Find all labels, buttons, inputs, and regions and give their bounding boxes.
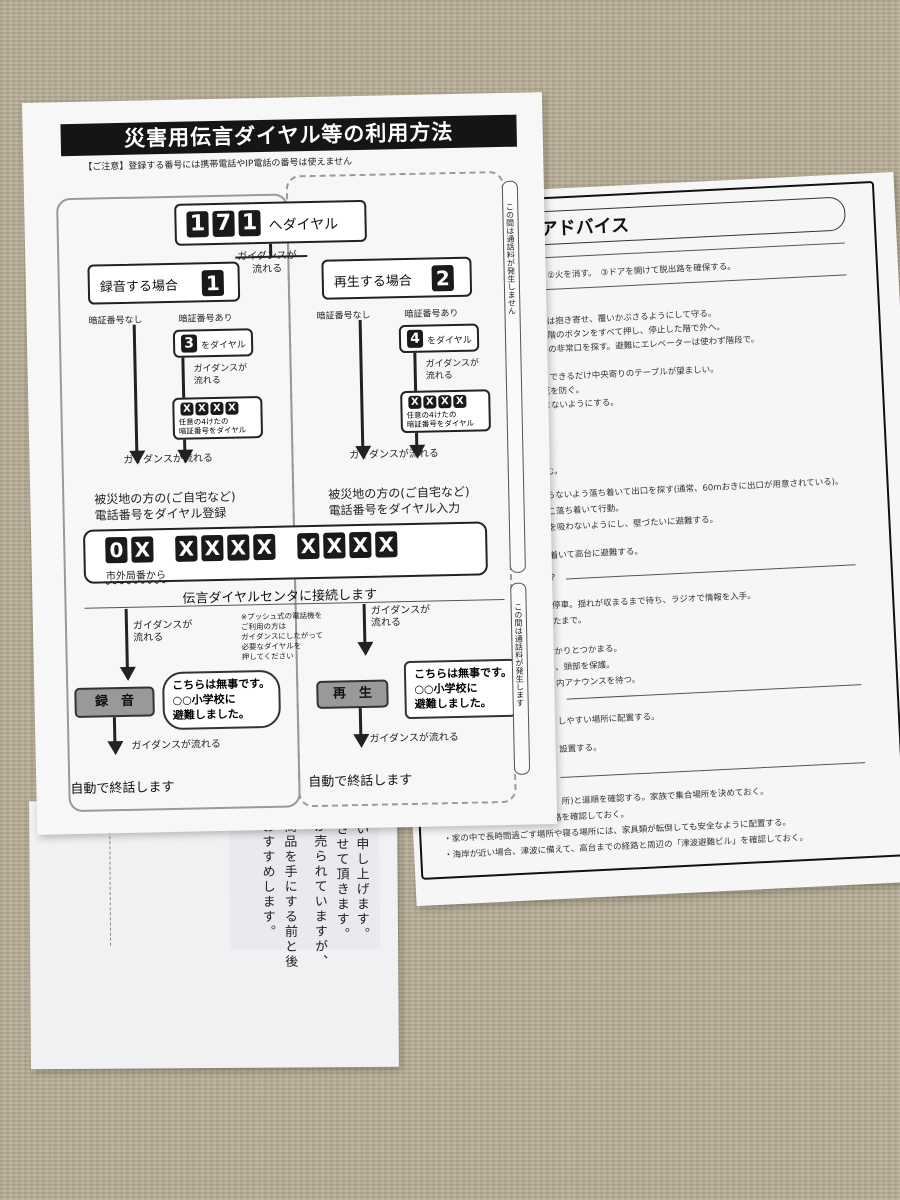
flow-line	[112, 717, 117, 744]
back-text-4: 商品を手にする前と後	[281, 819, 298, 970]
phone-digit: X	[297, 532, 320, 560]
record-case-label: 録音する場合	[99, 278, 179, 296]
paid-zone-text: この間は通話料が発生します	[513, 602, 525, 707]
victim-record-text: 被災地の方の(ご自宅など) 電話番号をダイヤル登録	[94, 489, 236, 523]
guidance-text: ガイダンスが 流れる	[193, 363, 248, 387]
back-text-5: おすすめします。	[259, 819, 276, 940]
arrow-down-icon	[107, 741, 124, 756]
pin-x: X	[195, 402, 209, 416]
back-text-3: が売られていますが、	[311, 819, 328, 970]
phone-digit: X	[253, 533, 276, 561]
victim-play-text: 被災地の方の(ご自宅など) 電話番号をダイヤル入力	[328, 484, 470, 518]
pin-x: X	[438, 395, 452, 409]
guidance-text: ガイダンスが流れる	[123, 453, 214, 466]
phone-digit: X	[227, 534, 250, 561]
pin-entry-box: X X X X 任意の4けたの 暗証番号をダイヤル	[172, 396, 264, 440]
phone-number-box: 0 X X X X X X X X X 市外局番から	[82, 521, 488, 584]
message-bubble: こちらは無事です。 ○○小学校に 避難しました。	[161, 669, 282, 731]
advice-line: 設置する。	[558, 742, 602, 755]
pin-x: X	[453, 394, 467, 409]
back-card: いい申し上げます。 慮させて頂きます。 が売られていますが、 商品を手にする前と…	[29, 798, 399, 1070]
guidance-text: ガイダンスが 流れる	[237, 250, 297, 276]
pin-entry-box: X X X X 任意の4けたの 暗証番号をダイヤル	[400, 389, 491, 434]
message-bubble: こちらは無事です。 ○○小学校に 避難しました。	[403, 658, 517, 720]
pin-note: 任意の4けたの 暗証番号をダイヤル	[178, 416, 247, 436]
record-button: 録 音	[74, 686, 155, 719]
pin-x: X	[180, 402, 194, 416]
arrow-down-icon	[119, 666, 137, 682]
auto-end-text: 自動で終話します	[308, 772, 413, 791]
play-case-num: 2	[431, 264, 455, 292]
phone-digit: 0	[105, 536, 128, 564]
push-note: ※プッシュ式の電話機を ご利用の方は ガイダンスにしたがって 必要なダイヤルを …	[240, 610, 323, 662]
pin-x: X	[423, 395, 437, 409]
no-pin-label: 暗証番号なし	[316, 310, 371, 322]
arrow-down-icon	[357, 641, 374, 657]
area-code-label: 市外局番から	[105, 570, 167, 583]
guidance-text: ガイダンスが 流れる	[132, 619, 193, 644]
dial-digit: 7	[212, 210, 235, 238]
record-case-box: 録音する場合 1	[87, 261, 241, 305]
guidance-text: ガイダンスが流れる	[349, 448, 439, 462]
dial-label: へダイヤル	[268, 216, 339, 234]
pin-x: X	[225, 401, 239, 415]
flyer-note: 【ご注意】登録する番号には携帯電話やIP電話の番号は使えません	[83, 157, 353, 173]
play-case-label: 再生する場合	[333, 273, 412, 291]
advice-line: たまで。	[552, 615, 587, 628]
dial-4-key: 4	[406, 329, 424, 348]
play-case-box: 再生する場合 2	[321, 256, 473, 300]
play-button: 再 生	[316, 679, 389, 709]
pin-label: 暗証番号あり	[178, 313, 233, 325]
pin-label: 暗証番号あり	[404, 308, 459, 321]
phone-digit: X	[349, 531, 372, 559]
pin-x: X	[210, 401, 224, 416]
free-zone-text: この間は通話料が発生しません	[505, 202, 517, 315]
dial-flyer: 災害用伝言ダイヤル等の利用方法 【ご注意】登録する番号には携帯電話やIP電話の番…	[22, 92, 558, 835]
dial-digit: 1	[186, 211, 209, 238]
dial-3-box: 3 をダイヤル	[172, 328, 254, 358]
record-case-num: 1	[201, 269, 225, 297]
auto-end-text: 自動で終話します	[70, 779, 175, 798]
dial-4-box: 4 をダイヤル	[398, 323, 480, 354]
dial-3-key: 3	[180, 334, 198, 353]
flow-line	[358, 708, 363, 737]
guidance-text: ガイダンスが流れる	[131, 738, 221, 752]
arrow-down-icon	[353, 733, 370, 749]
guidance-text: ガイダンスが流れる	[369, 731, 459, 745]
phone-digit: X	[375, 531, 398, 558]
guidance-text: ガイダンスが 流れる	[425, 358, 480, 382]
guidance-text: ガイダンスが 流れる	[370, 604, 431, 629]
phone-digit: X	[175, 535, 198, 562]
phone-digit: X	[131, 536, 154, 563]
dial-4-label: をダイヤル	[426, 335, 472, 347]
dial-digit: 1	[238, 210, 261, 237]
pin-note: 任意の4けたの 暗証番号をダイヤル	[406, 409, 475, 430]
flyer-title: 災害用伝言ダイヤル等の利用方法	[60, 114, 518, 157]
pin-x: X	[408, 395, 422, 409]
phone-digit: X	[201, 534, 224, 562]
dial-3-label: をダイヤル	[201, 340, 246, 352]
dial-171-box: 1 7 1 へダイヤル	[174, 199, 367, 246]
phone-digit: X	[323, 532, 346, 559]
